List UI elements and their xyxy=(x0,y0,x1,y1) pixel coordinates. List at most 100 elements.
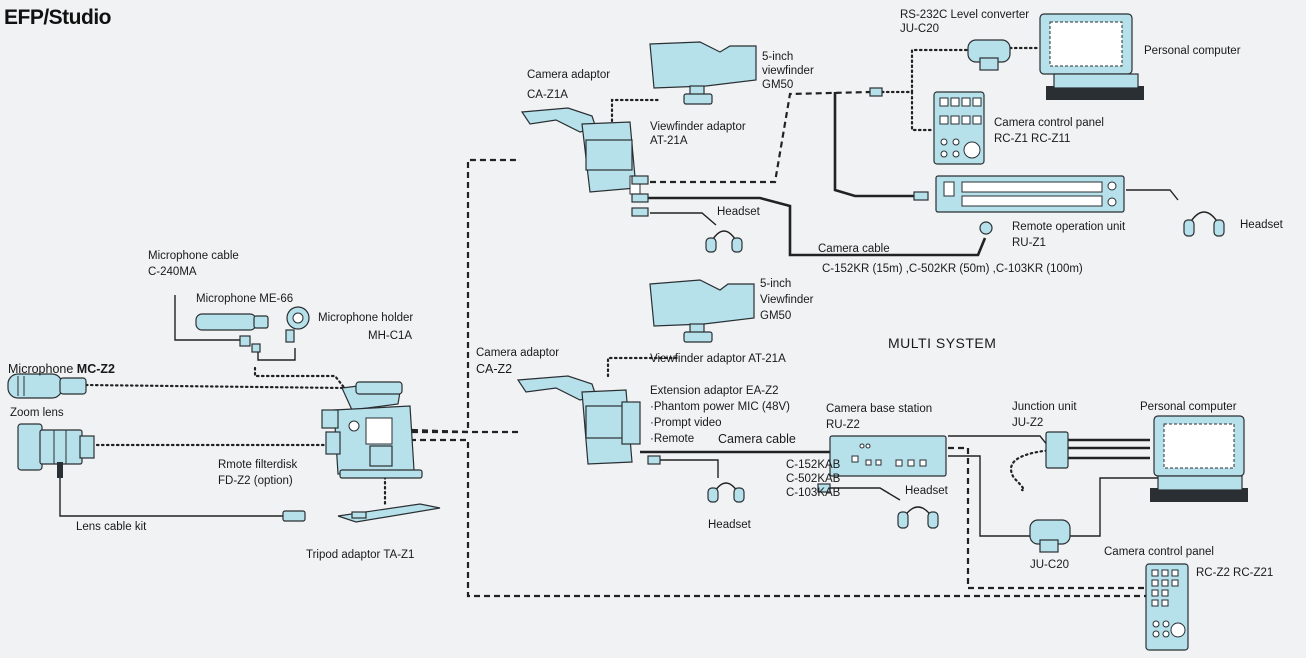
label-lens-cable: Lens cable kit xyxy=(76,520,146,534)
label-at21a-top: AT-21A xyxy=(650,134,688,148)
top-headset-line xyxy=(650,213,716,225)
label-camera-cable-mid: Camera cable xyxy=(718,432,796,446)
label-headset-4: Headset xyxy=(905,484,948,498)
cbs-junction-line xyxy=(948,436,1048,446)
label-fd-z2: FD-Z2 (option) xyxy=(218,474,293,488)
connector-6-icon xyxy=(980,222,992,234)
connector-3-icon xyxy=(632,208,648,216)
microphone-me66-icon xyxy=(196,314,268,330)
label-camera-adaptor-top: Camera adaptor xyxy=(527,68,610,82)
label-ju-z2: JU-Z2 xyxy=(1012,416,1043,430)
label-headset-1: Headset xyxy=(717,205,760,219)
label-vf5-top-3: GM50 xyxy=(762,78,793,92)
lower-headset-line xyxy=(660,460,718,478)
camera-base-station-icon xyxy=(830,436,946,476)
connector-1-icon xyxy=(632,176,648,184)
viewfinder-gm50-mid-icon xyxy=(650,280,754,342)
label-rc-z1: RC-Z1 RC-Z11 xyxy=(994,132,1070,146)
rs232c-level-converter-icon xyxy=(968,40,1010,70)
tripod-adaptor-icon xyxy=(338,504,440,522)
camera-adaptor-ca-z1a-icon xyxy=(522,108,640,194)
connector-5-icon xyxy=(914,192,928,200)
label-rc-z2: RC-Z2 RC-Z21 xyxy=(1196,566,1273,580)
ju-c20-bottom-icon xyxy=(1030,520,1070,552)
label-personal-computer-top: Personal computer xyxy=(1144,44,1241,58)
label-ca-z2: CA-Z2 xyxy=(476,362,512,376)
label-multi-system: MULTI SYSTEM xyxy=(888,336,996,350)
label-junction: Junction unit xyxy=(1012,400,1077,414)
top-camera-cable-line xyxy=(835,92,915,196)
label-headset-3: Headset xyxy=(708,518,751,532)
label-prompt: ·Prompt video xyxy=(650,416,722,430)
label-ca-z1a: CA-Z1A xyxy=(527,88,568,102)
label-mic-mcz2: Microphone MC-Z2 xyxy=(8,362,115,376)
headset-3-icon xyxy=(708,483,744,502)
junction-unit-icon xyxy=(1046,432,1068,468)
camera-to-ccp-bottom-dashed-line xyxy=(410,440,1150,596)
label-mh-c1a: MH-C1A xyxy=(368,329,412,343)
camera-control-panel-top-icon xyxy=(934,92,984,164)
label-ru-z1: RU-Z1 xyxy=(1012,236,1046,250)
label-c152kab: C-152KAB xyxy=(786,458,840,472)
label-cable-lengths: C-152KR (15m) ,C-502KR (50m) ,C-103KR (1… xyxy=(822,262,1083,276)
label-zoom-lens: Zoom lens xyxy=(10,406,64,420)
label-camera-cable-top: Camera cable xyxy=(818,242,890,256)
mic-mcz2-dotted-line xyxy=(86,385,352,405)
label-ccp-top: Camera control panel xyxy=(994,116,1104,130)
cbs-headset-line xyxy=(830,488,900,500)
label-vf-adaptor-mid: Viewfinder adaptor AT-21A xyxy=(650,352,786,366)
ccp-top-dotted-line xyxy=(912,92,934,130)
label-vf5-mid-1: 5-inch xyxy=(760,277,791,291)
lens-cable-plug-icon xyxy=(283,511,305,521)
label-remote-operation-unit: Remote operation unit xyxy=(1012,220,1125,234)
label-phantom: ·Phantom power MIC (48V) xyxy=(650,400,790,414)
label-ju-c20-bottom: JU-C20 xyxy=(1030,558,1069,572)
mic-holder-dotted-line xyxy=(255,368,350,395)
label-headset-2: Headset xyxy=(1240,218,1283,232)
label-c103kab: C-103KAB xyxy=(786,486,840,500)
label-c240ma: C-240MA xyxy=(148,265,197,279)
label-remote: ·Remote xyxy=(650,432,694,446)
label-vf5-top-2: viewfinder xyxy=(762,64,814,78)
connector-7-icon xyxy=(648,456,660,464)
ju-c20-pc-line xyxy=(1068,478,1160,536)
label-cbs: Camera base station xyxy=(826,402,932,416)
top-camera-cable-line-2 xyxy=(648,198,985,255)
label-mic-cable: Microphone cable xyxy=(148,249,239,263)
label-ext-adaptor: Extension adaptor EA-Z2 xyxy=(650,384,779,398)
camera-adaptor-ca-z2-icon xyxy=(518,376,640,464)
personal-computer-bottom-icon xyxy=(1150,416,1248,502)
label-ccp-bottom: Camera control panel xyxy=(1104,545,1214,559)
headset-4-icon xyxy=(898,507,938,528)
connector-2-icon xyxy=(632,194,648,202)
microphone-mcz2-icon xyxy=(8,374,86,398)
label-rs232c: RS-232C Level converter xyxy=(900,8,1029,22)
camera-trunk-dashed-line xyxy=(412,160,520,432)
label-c502kab: C-502KAB xyxy=(786,472,840,486)
label-mic-holder: Microphone holder xyxy=(318,311,413,325)
mic-cable-line-2 xyxy=(258,345,295,360)
label-ru-z2: RU-Z2 xyxy=(826,418,860,432)
label-mic-me66: Microphone ME-66 xyxy=(196,292,293,306)
label-vf-adaptor-top: Viewfinder adaptor xyxy=(650,120,746,134)
camera-body-icon xyxy=(322,382,422,478)
headset-1-icon xyxy=(706,231,742,252)
headset-2-icon xyxy=(1184,212,1224,236)
personal-computer-top-icon xyxy=(1040,14,1144,100)
connector-4-icon xyxy=(870,88,882,96)
label-vf5-top-1: 5-inch xyxy=(762,50,793,64)
label-ju-c20-top: JU-C20 xyxy=(900,22,939,36)
rs232-dotted-line xyxy=(882,50,968,92)
camera-control-panel-bottom-icon xyxy=(1146,564,1188,650)
label-vf5-mid-3: GM50 xyxy=(760,309,791,323)
label-vf5-mid-2: Viewfinder xyxy=(760,293,814,307)
zoom-lens-icon xyxy=(18,424,94,478)
viewfinder-gm50-top-icon xyxy=(650,42,756,104)
page-title: EFP/Studio xyxy=(4,6,111,30)
label-filterdisk: Rmote filterdisk xyxy=(218,458,297,472)
label-tripod: Tripod adaptor TA-Z1 xyxy=(306,548,414,562)
rou-headset-line xyxy=(1126,190,1178,200)
remote-operation-unit-icon xyxy=(936,176,1124,212)
